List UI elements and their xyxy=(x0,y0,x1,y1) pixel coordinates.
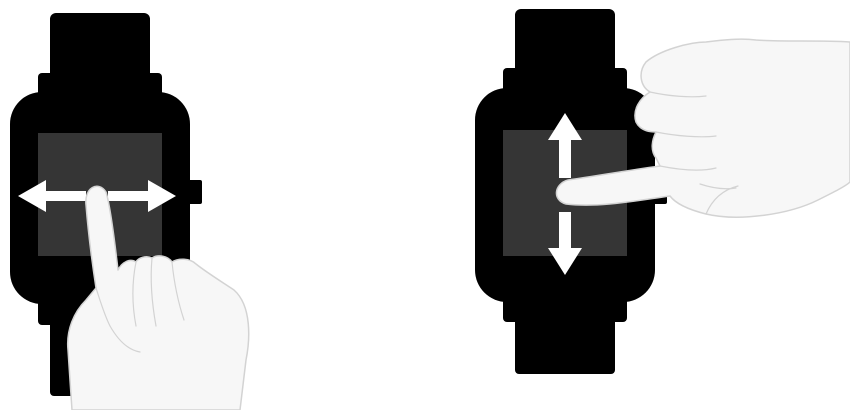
hand-right-knuckle-line xyxy=(699,183,737,190)
hand-left-finger-crease-2 xyxy=(150,257,157,327)
hand-left-thumb-line xyxy=(95,287,141,353)
hand-left-finger-crease-3 xyxy=(171,261,185,321)
hand-right-thumb-line xyxy=(705,185,739,215)
watch-right-strap-top xyxy=(515,9,615,81)
watch-left-strap-top xyxy=(50,13,150,81)
hand-right-finger-crease xyxy=(649,91,707,98)
arrow-left-icon xyxy=(18,180,86,212)
hand-right xyxy=(555,38,850,218)
horizontal-arrows xyxy=(18,180,176,212)
watch-right-strap-bottom xyxy=(515,318,615,374)
hand-left-finger-crease xyxy=(132,261,137,327)
hand-right-finger-crease-3 xyxy=(659,165,717,171)
arrow-down-icon xyxy=(548,212,582,275)
watch-left-crown xyxy=(186,180,202,204)
arrow-up-icon xyxy=(548,113,582,178)
arrow-right-icon xyxy=(108,180,176,212)
horizontal-swipe-illustration xyxy=(10,13,250,410)
vertical-swipe-illustration xyxy=(475,9,850,374)
hand-right-finger-crease-2 xyxy=(655,131,717,138)
hand-left xyxy=(66,185,250,410)
vertical-arrows xyxy=(548,113,582,275)
